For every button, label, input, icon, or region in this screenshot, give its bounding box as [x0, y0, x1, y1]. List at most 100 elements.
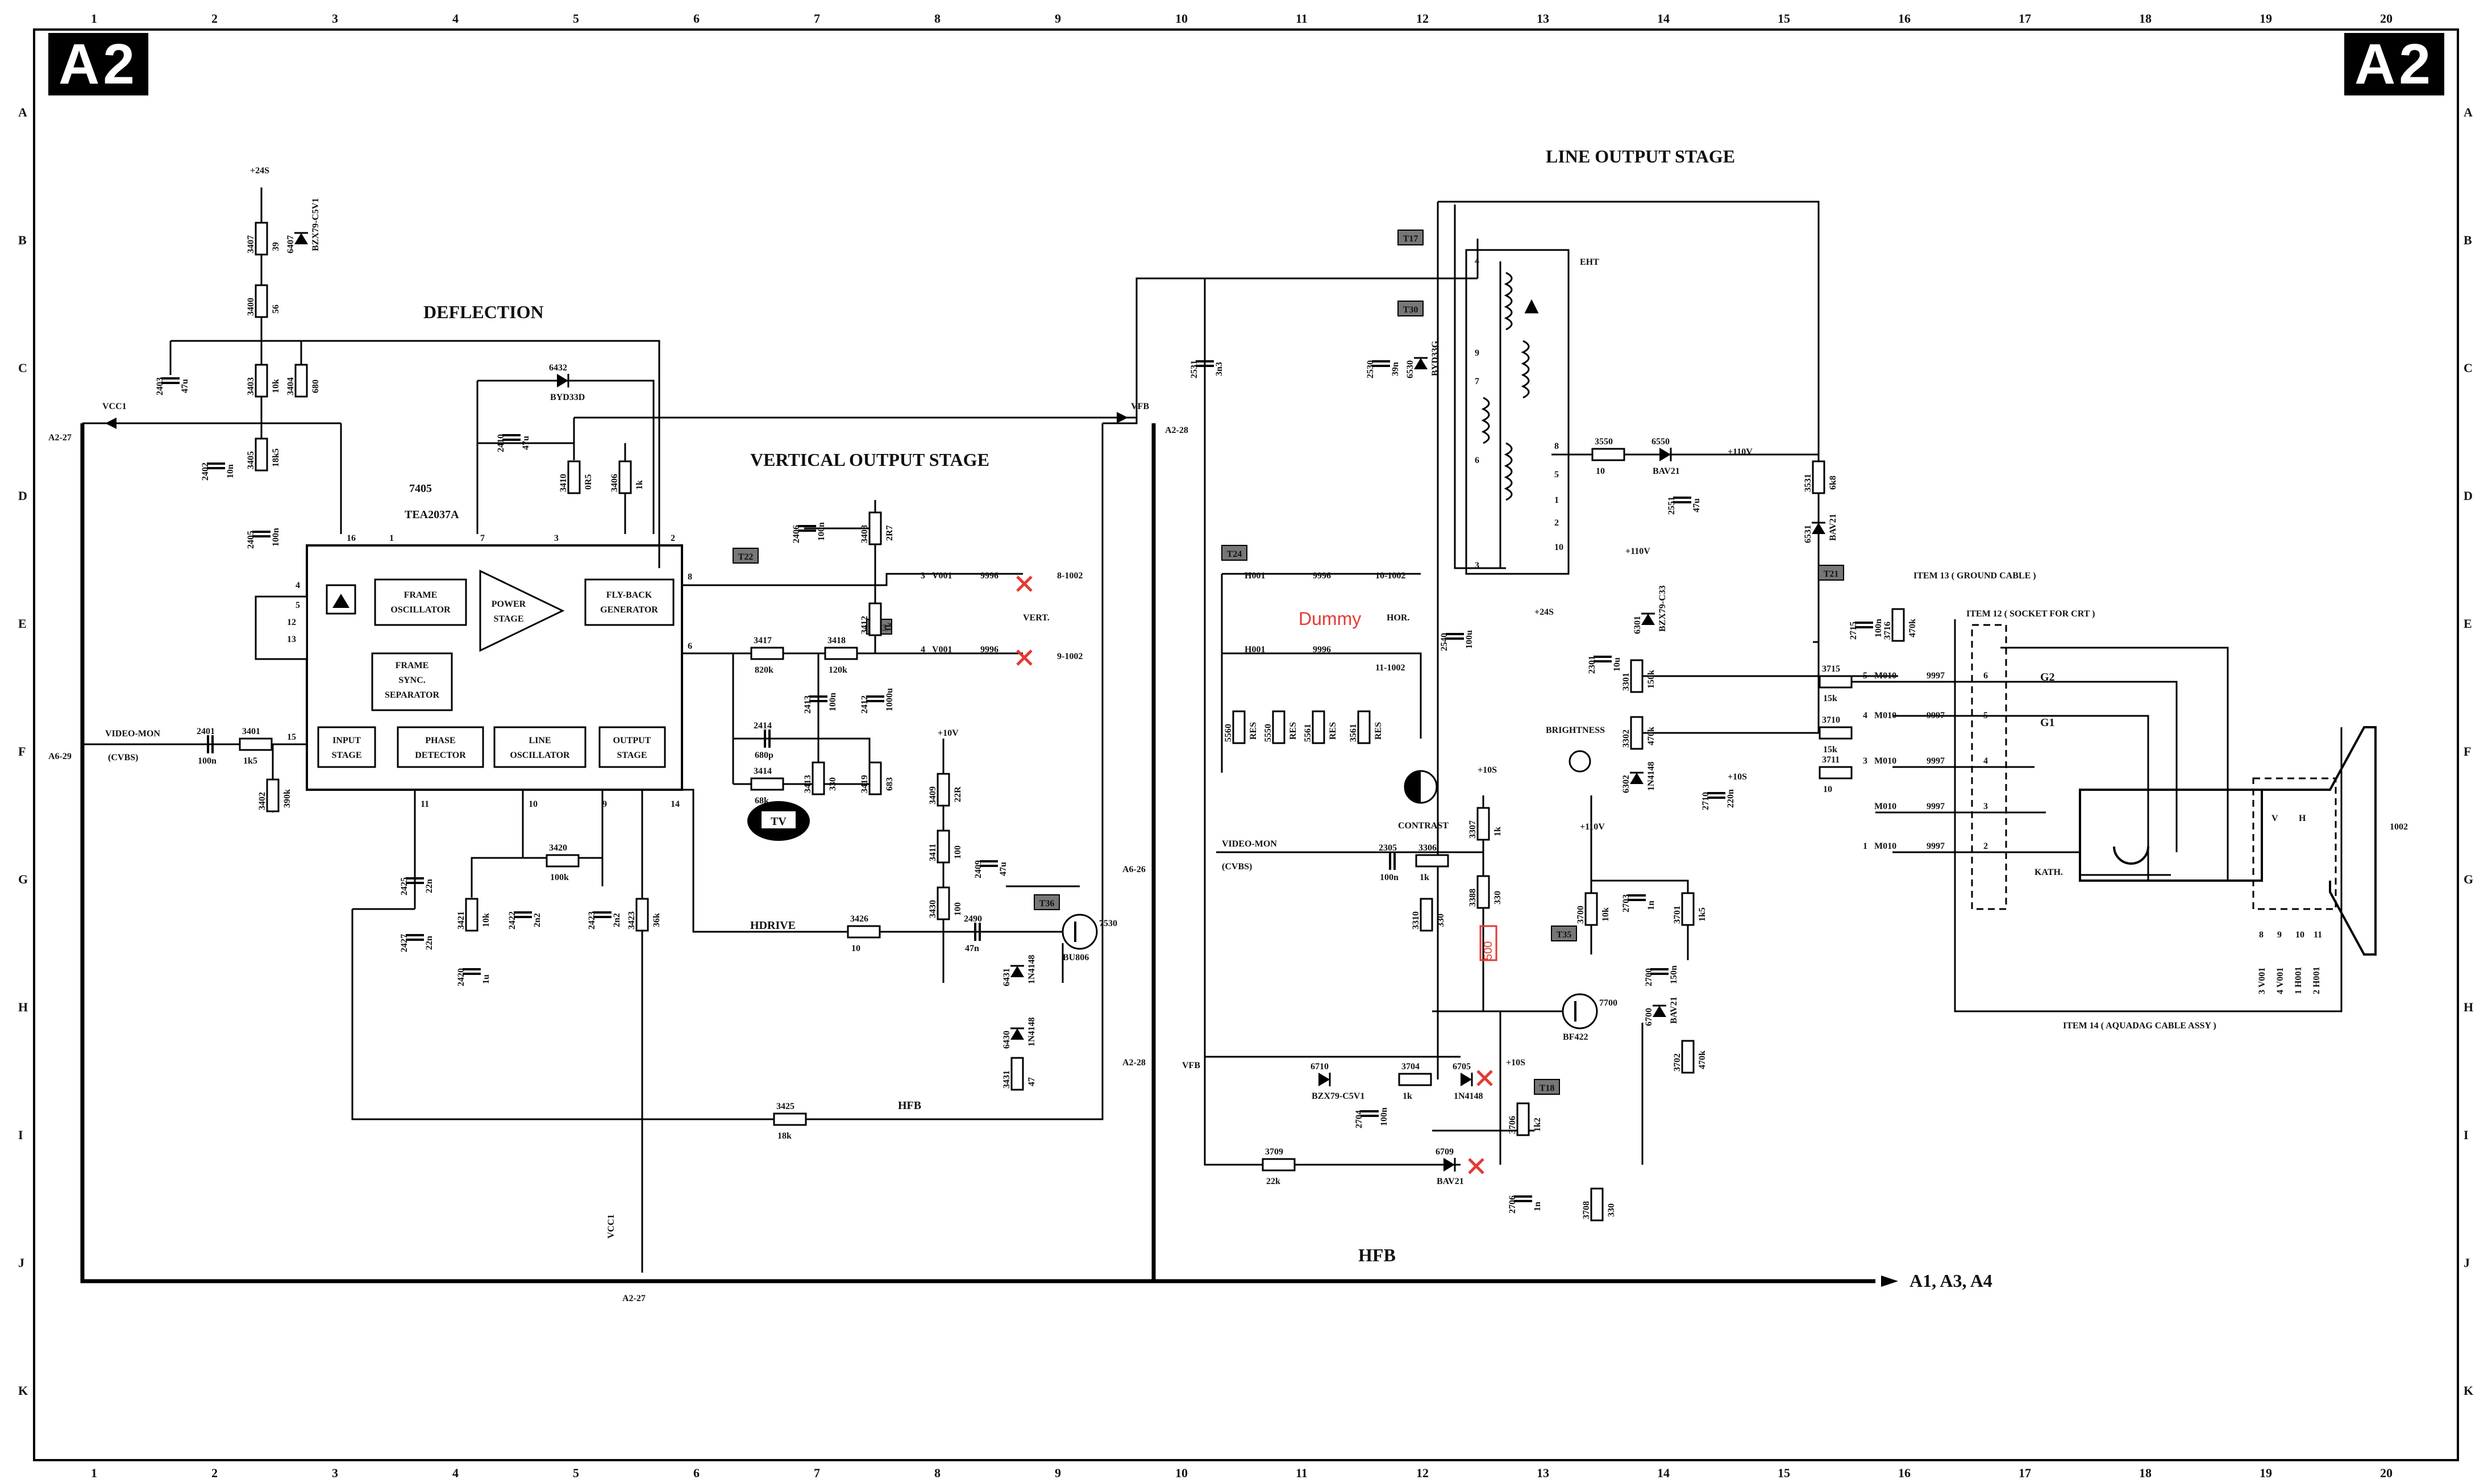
grid-col-bottom-9: 9 — [1055, 1466, 1061, 1480]
component-value: RES — [1249, 722, 1258, 740]
grid-col-top-14: 14 — [1657, 11, 1670, 26]
component-value: 100 — [953, 845, 963, 859]
xfmr-pin-9: 9 — [1475, 348, 1479, 358]
component-ref: 5560 — [1224, 724, 1233, 742]
component-value: 1n — [1646, 901, 1656, 910]
grid-row-left-I: I — [18, 1128, 23, 1142]
component-value: 47u — [180, 379, 190, 393]
xfmr-pin-7: 7 — [1475, 377, 1479, 386]
component-ref: 3561 — [1349, 724, 1358, 742]
grid-row-left-H: H — [18, 1000, 28, 1014]
component-ref: 2530 — [1366, 360, 1375, 378]
crt-g1: G1 — [2040, 716, 2055, 729]
grid-col-top-1: 1 — [91, 11, 97, 26]
crt-ref: 1002 — [2390, 822, 2408, 832]
component-value: 39 — [271, 242, 281, 251]
component-ref: 6530 — [1405, 360, 1415, 378]
component-value: 100n — [1874, 619, 1883, 637]
brightness-label: BRIGHTNESS — [1546, 726, 1605, 735]
test-point-tags: T22T23T17T30T24T36T21T18T35 — [733, 230, 1844, 1095]
component-value: 10n — [226, 464, 235, 478]
grid-col-bottom-7: 7 — [814, 1466, 820, 1480]
yoke-num: 9 — [2277, 930, 2282, 940]
component-value: RES — [1288, 722, 1298, 740]
grid-col-top-8: 8 — [934, 11, 941, 26]
grid-row-left-K: K — [18, 1383, 28, 1398]
component-ref: 5561 — [1303, 724, 1313, 742]
tag-label: T22 — [738, 552, 754, 562]
grid-col-bottom-14: 14 — [1657, 1466, 1670, 1480]
component-value: 330 — [828, 777, 838, 791]
xfmr-pin-4: 4 — [1475, 256, 1479, 266]
component-5560: 5560 RES — [1224, 710, 1258, 744]
grid-row-right-K: K — [2464, 1383, 2473, 1398]
crt-row-9997: 9997 — [1927, 841, 1945, 851]
component-value: 330 — [1493, 891, 1503, 904]
net-a2-27-left: A2-27 — [48, 433, 72, 443]
net-dest: A1, A3, A4 — [1909, 1270, 1992, 1291]
ic-pin-2: 2 — [671, 533, 675, 543]
conn-9-1002: 9-1002 — [1057, 652, 1083, 661]
component-value: 10k — [481, 913, 491, 927]
flyback-label-1: FLY-BACK — [606, 590, 652, 600]
crt-row-num: 5 — [1863, 671, 1867, 681]
ic-pin-4: 4 — [296, 581, 300, 590]
component-value: 330 — [1607, 1203, 1616, 1217]
output-stage-label-2: STAGE — [617, 751, 647, 760]
component-value: 100n — [1379, 1107, 1389, 1126]
component-ref: 2420 — [456, 968, 466, 986]
ic-ref: 7405 — [409, 482, 432, 495]
crt-row-pin: 5 — [1983, 711, 1988, 720]
crt-row-pin: 2 — [1983, 841, 1988, 851]
net-plus10s-bright: +10S — [1728, 772, 1747, 782]
component-ref: 2425 — [400, 877, 409, 895]
xfmr-pin-1: 1 — [1554, 495, 1559, 505]
component-ref: 2700 — [1644, 968, 1654, 986]
component-ref: 6431 — [1002, 968, 1012, 986]
net-a6-26: A6-26 — [1122, 865, 1146, 874]
conn-vert: VERT. — [1023, 613, 1050, 623]
component-ref: 3710 — [1822, 715, 1840, 725]
component-value: BAV21 — [1828, 514, 1838, 541]
input-stage-label-1: INPUT — [332, 736, 361, 745]
ic-pin-11: 11 — [421, 799, 429, 809]
crt-tube: ITEM 13 ( GROUND CABLE ) ITEM 12 ( SOCKE… — [1913, 571, 2408, 1031]
component-value: BAV21 — [1653, 466, 1680, 476]
component-value: 100n — [271, 528, 281, 547]
component-value: 1k2 — [1533, 1118, 1542, 1132]
component-ref: 2405 — [246, 531, 256, 549]
component-ref: 2490 — [964, 914, 982, 924]
component-ref: 3709 — [1265, 1147, 1283, 1157]
conn-9996-a: 9996 — [980, 571, 999, 581]
ic-pin-14: 14 — [671, 799, 680, 809]
crt-row-num: 4 — [1863, 711, 1867, 720]
component-ref: 2715 — [1849, 622, 1858, 640]
component-ref: 3430 — [928, 900, 938, 918]
component-ref: 3310 — [1411, 911, 1421, 929]
crt-kath: KATH. — [2035, 868, 2063, 877]
conn-9996-b: 9996 — [980, 645, 999, 655]
